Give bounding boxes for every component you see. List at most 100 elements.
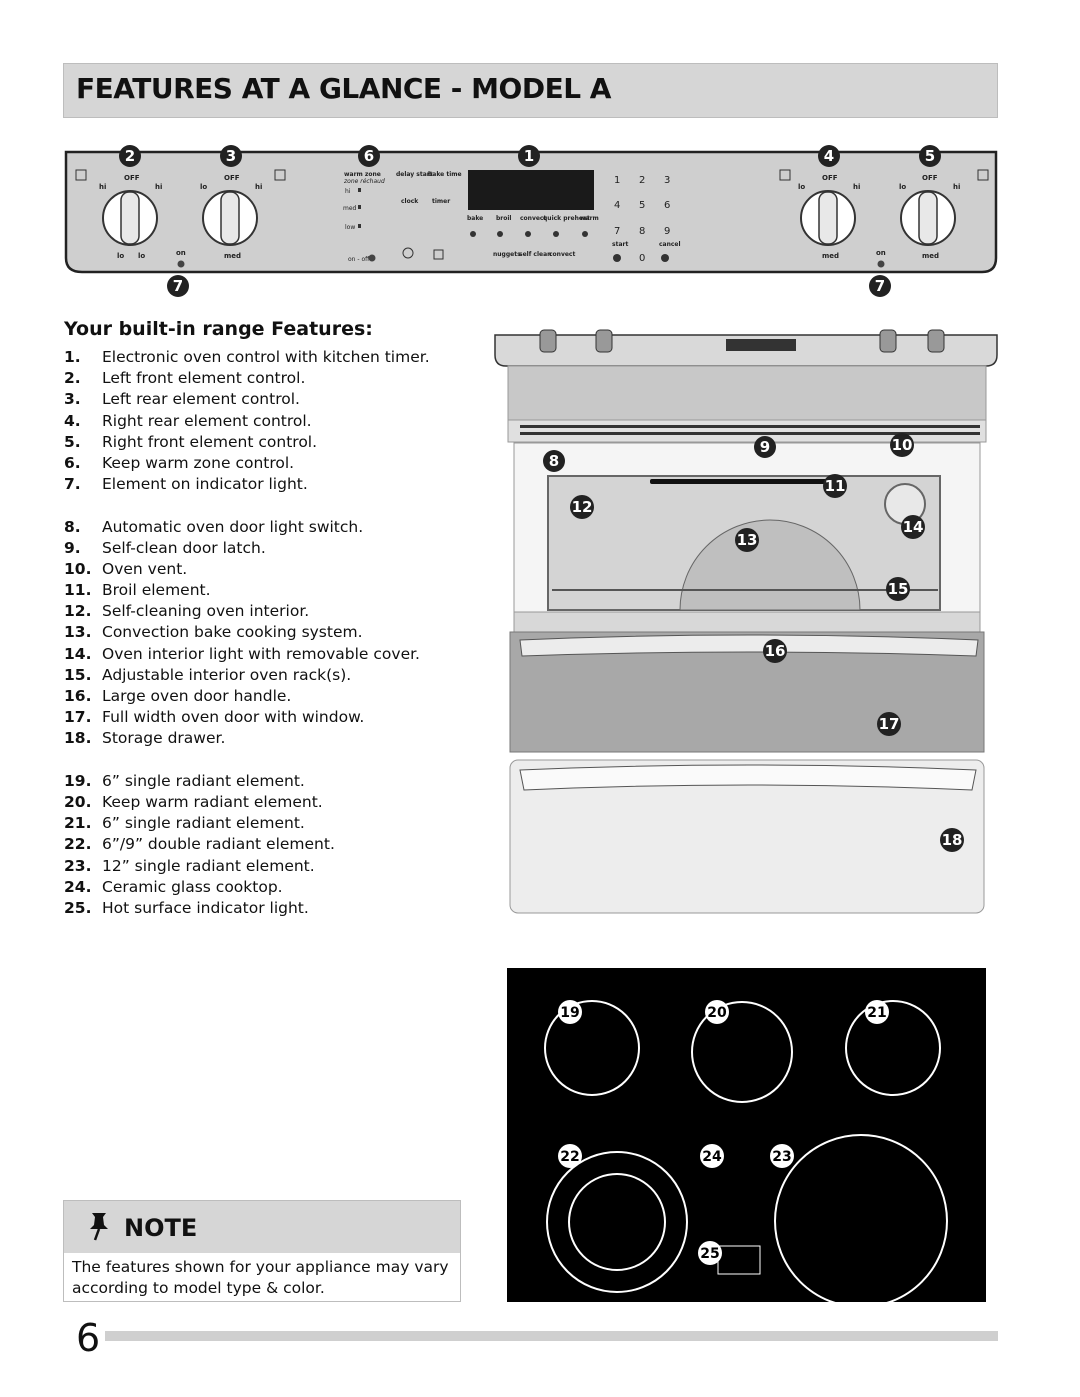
svg-text:12: 12: [572, 498, 593, 516]
callout-18: 18: [940, 828, 964, 852]
feature-item: 2.Left front element control.: [64, 368, 484, 389]
callout-24: 24: [700, 1144, 724, 1168]
svg-text:9: 9: [760, 438, 770, 456]
callout-5: 5: [919, 145, 941, 167]
feature-number: 2.: [64, 369, 81, 388]
button-warm: warm: [580, 215, 599, 222]
svg-text:16: 16: [765, 642, 786, 660]
feature-text: Convection bake cooking system.: [102, 623, 363, 642]
feature-item: 10.Oven vent.: [64, 559, 484, 580]
feature-item: 14.Oven interior light with removable co…: [64, 644, 484, 665]
knob-label-off: OFF: [922, 174, 938, 182]
feature-number: 6.: [64, 453, 81, 472]
svg-text:14: 14: [903, 518, 924, 536]
control-panel-illustration: OFF OFF OFF OFF hi hi hi hi hi lo lo lo …: [64, 145, 998, 297]
button-convect: convect: [520, 215, 546, 222]
callout-3: 3: [220, 145, 242, 167]
feature-number: 18.: [64, 729, 92, 748]
button-quick-preheat: quick preheat: [543, 215, 590, 222]
callout-9: 9: [754, 436, 776, 458]
feature-item: 25.Hot surface indicator light.: [64, 898, 484, 919]
feature-text: Hot surface indicator light.: [102, 898, 309, 917]
warm-zone-low: low: [345, 224, 355, 231]
callout-8: 8: [543, 450, 565, 472]
knob-label-hi: hi: [953, 183, 960, 191]
knob-label-hi: hi: [255, 183, 262, 191]
key-8: 8: [639, 226, 645, 237]
svg-text:24: 24: [702, 1149, 722, 1165]
feature-item: 11.Broil element.: [64, 580, 484, 601]
svg-text:4: 4: [824, 147, 834, 165]
feature-number: 11.: [64, 581, 92, 600]
knob-label-hi: hi: [99, 183, 106, 191]
svg-text:7: 7: [173, 277, 183, 295]
feature-number: 20.: [64, 792, 92, 811]
feature-number: 17.: [64, 708, 92, 727]
callout-7-right: 7: [869, 275, 891, 297]
callout-23: 23: [770, 1144, 794, 1168]
callout-4: 4: [818, 145, 840, 167]
feature-number: 9.: [64, 538, 81, 557]
knob-left-rear: [202, 190, 258, 246]
button-nuggets: nuggets: [493, 251, 521, 258]
callout-2: 2: [119, 145, 141, 167]
feature-item: 18. Storage drawer.: [64, 728, 484, 749]
oven-display: [468, 170, 594, 210]
note-text: The features shown for your appliance ma…: [72, 1258, 449, 1297]
feature-number: 16.: [64, 687, 92, 705]
callout-15: 15: [886, 577, 910, 601]
feature-text: 12” single radiant element.: [102, 856, 315, 875]
key-0: 0: [639, 253, 645, 264]
svg-text:2: 2: [125, 147, 135, 165]
feature-text: Oven interior light with removable cover…: [102, 644, 420, 663]
feature-text: Keep warm radiant element.: [102, 792, 323, 811]
callout-19: 19: [558, 1000, 582, 1024]
feature-text: Electronic oven control with kitchen tim…: [102, 348, 430, 366]
page-number: 6: [76, 1316, 101, 1360]
feature-item: 3.Left rear element control.: [64, 389, 484, 410]
feature-item: 13.Convection bake cooking system.: [64, 622, 484, 643]
pushpin-icon: [90, 1213, 108, 1241]
feature-number: 24.: [64, 877, 92, 896]
svg-text:25: 25: [700, 1246, 719, 1262]
feature-item: 23.12” single radiant element.: [64, 856, 484, 877]
svg-text:19: 19: [560, 1005, 579, 1021]
button-clock: clock: [401, 198, 419, 205]
key-6: 6: [664, 200, 670, 211]
key-9: 9: [664, 226, 670, 237]
callout-1: 1: [518, 145, 540, 167]
knob-label-med: med: [224, 252, 241, 260]
feature-text: 6” single radiant element.: [102, 814, 305, 833]
feature-item: 17.Full width oven door with window.: [64, 707, 484, 728]
button-cancel: cancel: [659, 241, 681, 248]
knob-label-off: OFF: [822, 174, 838, 182]
feature-number: 21.: [64, 814, 92, 833]
knob-label-lo: lo: [138, 252, 145, 260]
features-heading: Your built-in range Features:: [64, 318, 373, 340]
warm-zone-hi: hi: [345, 188, 351, 195]
feature-number: 22.: [64, 835, 92, 854]
svg-text:10: 10: [892, 436, 913, 454]
knob-right-front: [900, 190, 956, 246]
callout-22: 22: [558, 1144, 582, 1168]
warm-zone-subtitle: zone réchaud: [343, 178, 385, 185]
note-box: NOTE The features shown for your applian…: [63, 1200, 461, 1302]
svg-text:13: 13: [737, 531, 758, 549]
knob-label-lo: lo: [117, 252, 124, 260]
feature-item: 5.Right front element control.: [64, 432, 484, 453]
feature-text: Keep warm zone control.: [102, 453, 295, 472]
feature-item: 22. 6”/9” double radiant element.: [64, 834, 484, 855]
feature-text: Right rear element control.: [102, 411, 312, 430]
feature-text: Storage drawer.: [102, 729, 226, 748]
callout-21: 21: [865, 1000, 889, 1024]
note-label: NOTE: [124, 1214, 198, 1242]
footer-bar: [105, 1331, 998, 1341]
knob-label-hi: hi: [155, 183, 162, 191]
feature-number: 4.: [64, 411, 81, 430]
svg-text:6: 6: [364, 147, 374, 165]
feature-item: 4. Right rear element control.: [64, 411, 484, 432]
svg-text:3: 3: [226, 147, 236, 165]
callout-6: 6: [358, 145, 380, 167]
feature-text: 6”/9” double radiant element.: [102, 835, 335, 854]
key-5: 5: [639, 200, 645, 211]
